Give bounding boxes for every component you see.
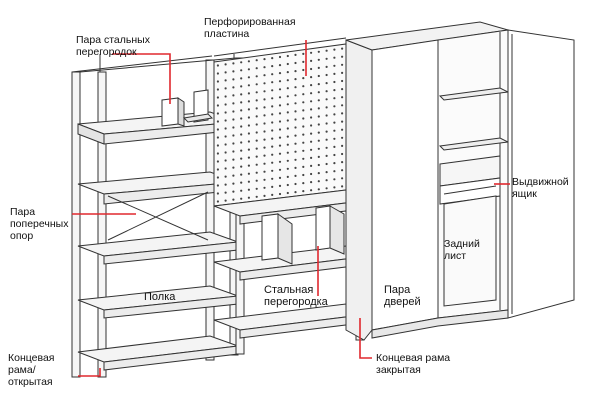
- label-end-frame-open: Концевая рама/ открытая: [8, 352, 55, 388]
- label-steel-divider: Стальная перегородка: [264, 284, 328, 308]
- steel-divider: [261, 205, 345, 265]
- closed-cabinet: [345, 21, 575, 341]
- end-frame-closed: [345, 39, 373, 341]
- label-shelf: Полка: [144, 291, 176, 303]
- label-back-panel: Задний лист: [444, 238, 480, 262]
- label-end-frame-closed: Концевая рама закрытая: [376, 352, 451, 376]
- steel-dividers: [161, 89, 214, 127]
- label-steel-dividers-pair: Пара стальных перегородок: [76, 34, 150, 58]
- drawer[interactable]: [439, 155, 501, 205]
- perforated-panel: [213, 43, 347, 207]
- label-drawer: Выдвижной ящик: [512, 176, 569, 200]
- open-shelving-unit: [71, 54, 239, 378]
- callout-lines: [72, 40, 510, 377]
- back-panel: [443, 195, 497, 307]
- label-doors-pair: Пара дверей: [384, 284, 421, 308]
- cabinet-door-right[interactable]: [507, 29, 575, 319]
- end-frame-open: [71, 71, 107, 378]
- cross-braces: [107, 191, 209, 241]
- label-cross-braces-pair: Пара поперечных опор: [10, 206, 69, 242]
- label-perforated-panel: Перфорированная пластина: [204, 16, 296, 40]
